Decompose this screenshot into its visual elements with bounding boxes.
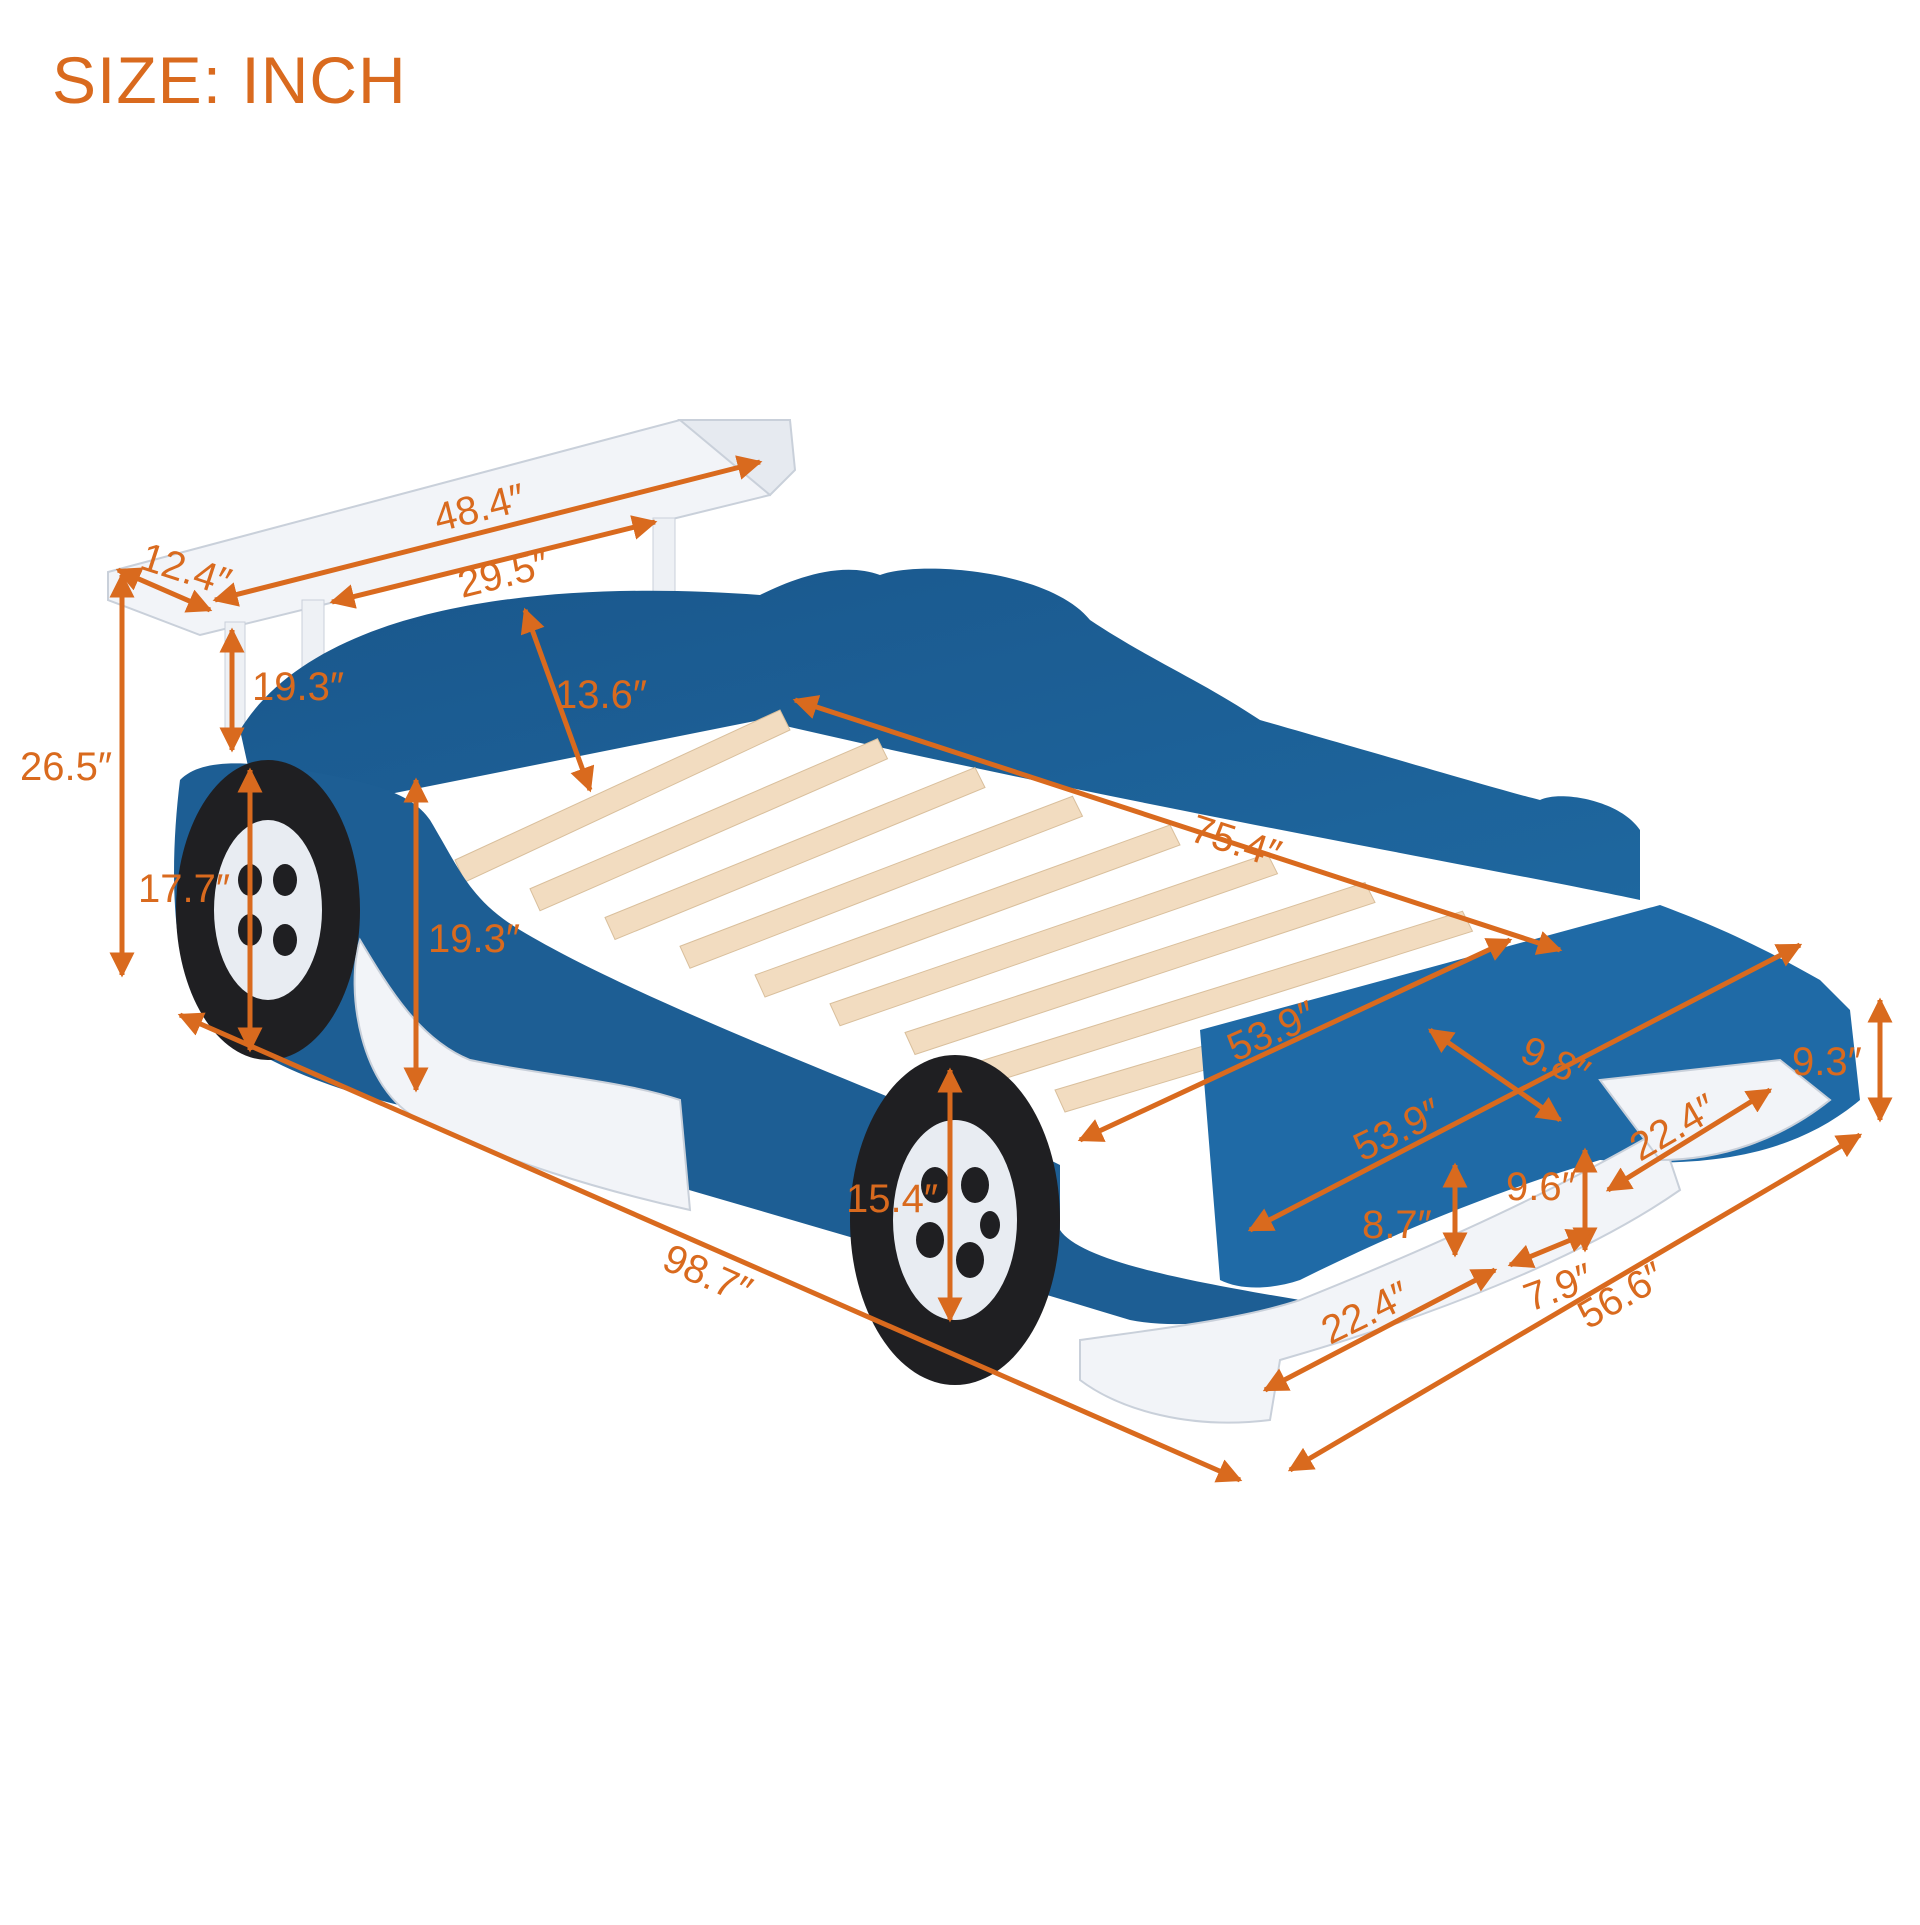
label-wing-height-left: 8.7″ <box>1362 1203 1432 1247</box>
label-panel-height: 9.3″ <box>1792 1040 1862 1084</box>
label-headboard-height: 13.6″ <box>555 673 647 717</box>
label-overall-height: 26.5″ <box>20 745 112 789</box>
label-rear-wheel: 17.7″ <box>138 867 230 911</box>
dimension-lines <box>109 455 1893 1483</box>
label-front-wheel: 15.4″ <box>846 1177 938 1221</box>
front-nose-panel <box>1079 905 1860 1424</box>
dim-line-overall-width <box>1287 1132 1863 1473</box>
label-wing-height-right: 9.6″ <box>1506 1165 1576 1209</box>
label-side-height: 19.3″ <box>428 917 520 961</box>
size-unit-title: SIZE: INCH <box>52 43 407 117</box>
dim-line-headboard-height <box>520 607 595 793</box>
dim-line-mattress-length <box>792 695 1563 955</box>
dim-line-overall-length <box>177 1012 1243 1483</box>
label-post-height: 19.3″ <box>252 665 344 709</box>
dim-line-post-spacing <box>329 515 658 609</box>
